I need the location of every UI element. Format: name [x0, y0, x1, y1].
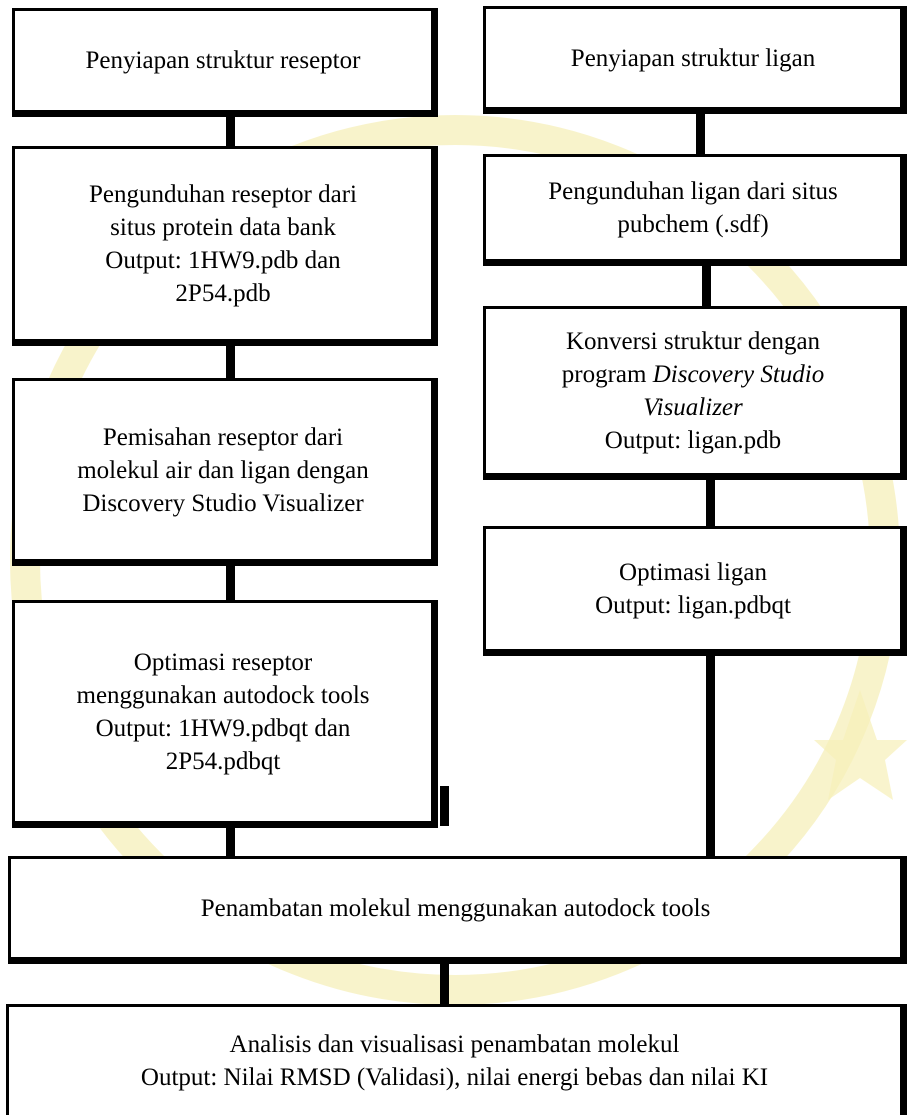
receptor-prep-label: Penyiapan struktur reseptor — [85, 47, 361, 74]
connector-line — [702, 260, 711, 308]
conversion-output: Output: ligan.pdb — [604, 427, 782, 454]
receptor-download-box: Pengunduhan reseptor dari situs protein … — [12, 146, 438, 346]
separation-line: molekul air dan ligan dengan — [77, 456, 369, 484]
conversion-line: Visualizer — [643, 394, 743, 421]
connector-line — [226, 822, 235, 858]
ligand-conversion-box: Konversi struktur dengan program Discove… — [483, 306, 907, 480]
analysis-box: Analisis dan visualisasi penambatan mole… — [6, 1004, 907, 1115]
ligand-download-line: pubchem (.sdf) — [617, 211, 769, 238]
receptor-opt-output: Output: 1HW9.pdbqt dan — [95, 715, 351, 742]
ligand-opt-line: Optimasi ligan — [619, 559, 767, 586]
receptor-download-output: Output: 1HW9.pdb dan — [105, 247, 341, 274]
analysis-line: Analisis dan visualisasi penambatan mole… — [229, 1031, 680, 1058]
receptor-opt-line: Optimasi reseptor — [133, 649, 313, 676]
connector-line — [226, 560, 235, 602]
ligand-prep-label: Penyiapan struktur ligan — [570, 44, 816, 72]
separation-line: Pemisahan reseptor dari — [102, 423, 344, 451]
docking-box: Penambatan molekul menggunakan autodock … — [8, 856, 907, 964]
separation-line: Discovery Studio Visualizer — [82, 489, 364, 517]
ligand-download-box: Pengunduhan ligan dari situs pubchem (.s… — [483, 154, 907, 266]
ligand-opt-output: Output: ligan.pdbqt — [595, 592, 791, 619]
receptor-opt-line: menggunakan autodock tools — [76, 682, 370, 709]
connector-line — [440, 962, 449, 1006]
connector-line — [440, 786, 449, 826]
watermark-star-icon — [814, 690, 907, 800]
connector-line — [706, 474, 715, 528]
receptor-prep-box: Penyiapan struktur reseptor — [12, 8, 438, 117]
receptor-download-line: situs protein data bank — [110, 214, 336, 241]
receptor-download-line: Pengunduhan reseptor dari — [89, 181, 357, 208]
docking-label: Penambatan molekul menggunakan autodock … — [200, 894, 711, 922]
connector-line — [696, 108, 705, 156]
conversion-line: program Discovery Studio — [561, 361, 825, 388]
connector-line — [706, 648, 715, 858]
receptor-separation-box: Pemisahan reseptor dari molekul air dan … — [12, 378, 438, 566]
ligand-download-line: Pengunduhan ligan dari situs — [548, 178, 838, 205]
connector-line — [226, 110, 235, 148]
connector-line — [226, 340, 235, 380]
receptor-optimization-box: Optimasi reseptor menggunakan autodock t… — [12, 600, 438, 828]
analysis-output: Output: Nilai RMSD (Validasi), nilai ene… — [140, 1064, 769, 1091]
ligand-prep-box: Penyiapan struktur ligan — [483, 6, 907, 114]
ligand-optimization-box: Optimasi ligan Output: ligan.pdbqt — [483, 526, 907, 656]
receptor-download-output: 2P54.pdb — [175, 280, 271, 307]
conversion-line: Konversi struktur dengan — [565, 328, 821, 355]
receptor-opt-output: 2P54.pdbqt — [165, 748, 281, 775]
